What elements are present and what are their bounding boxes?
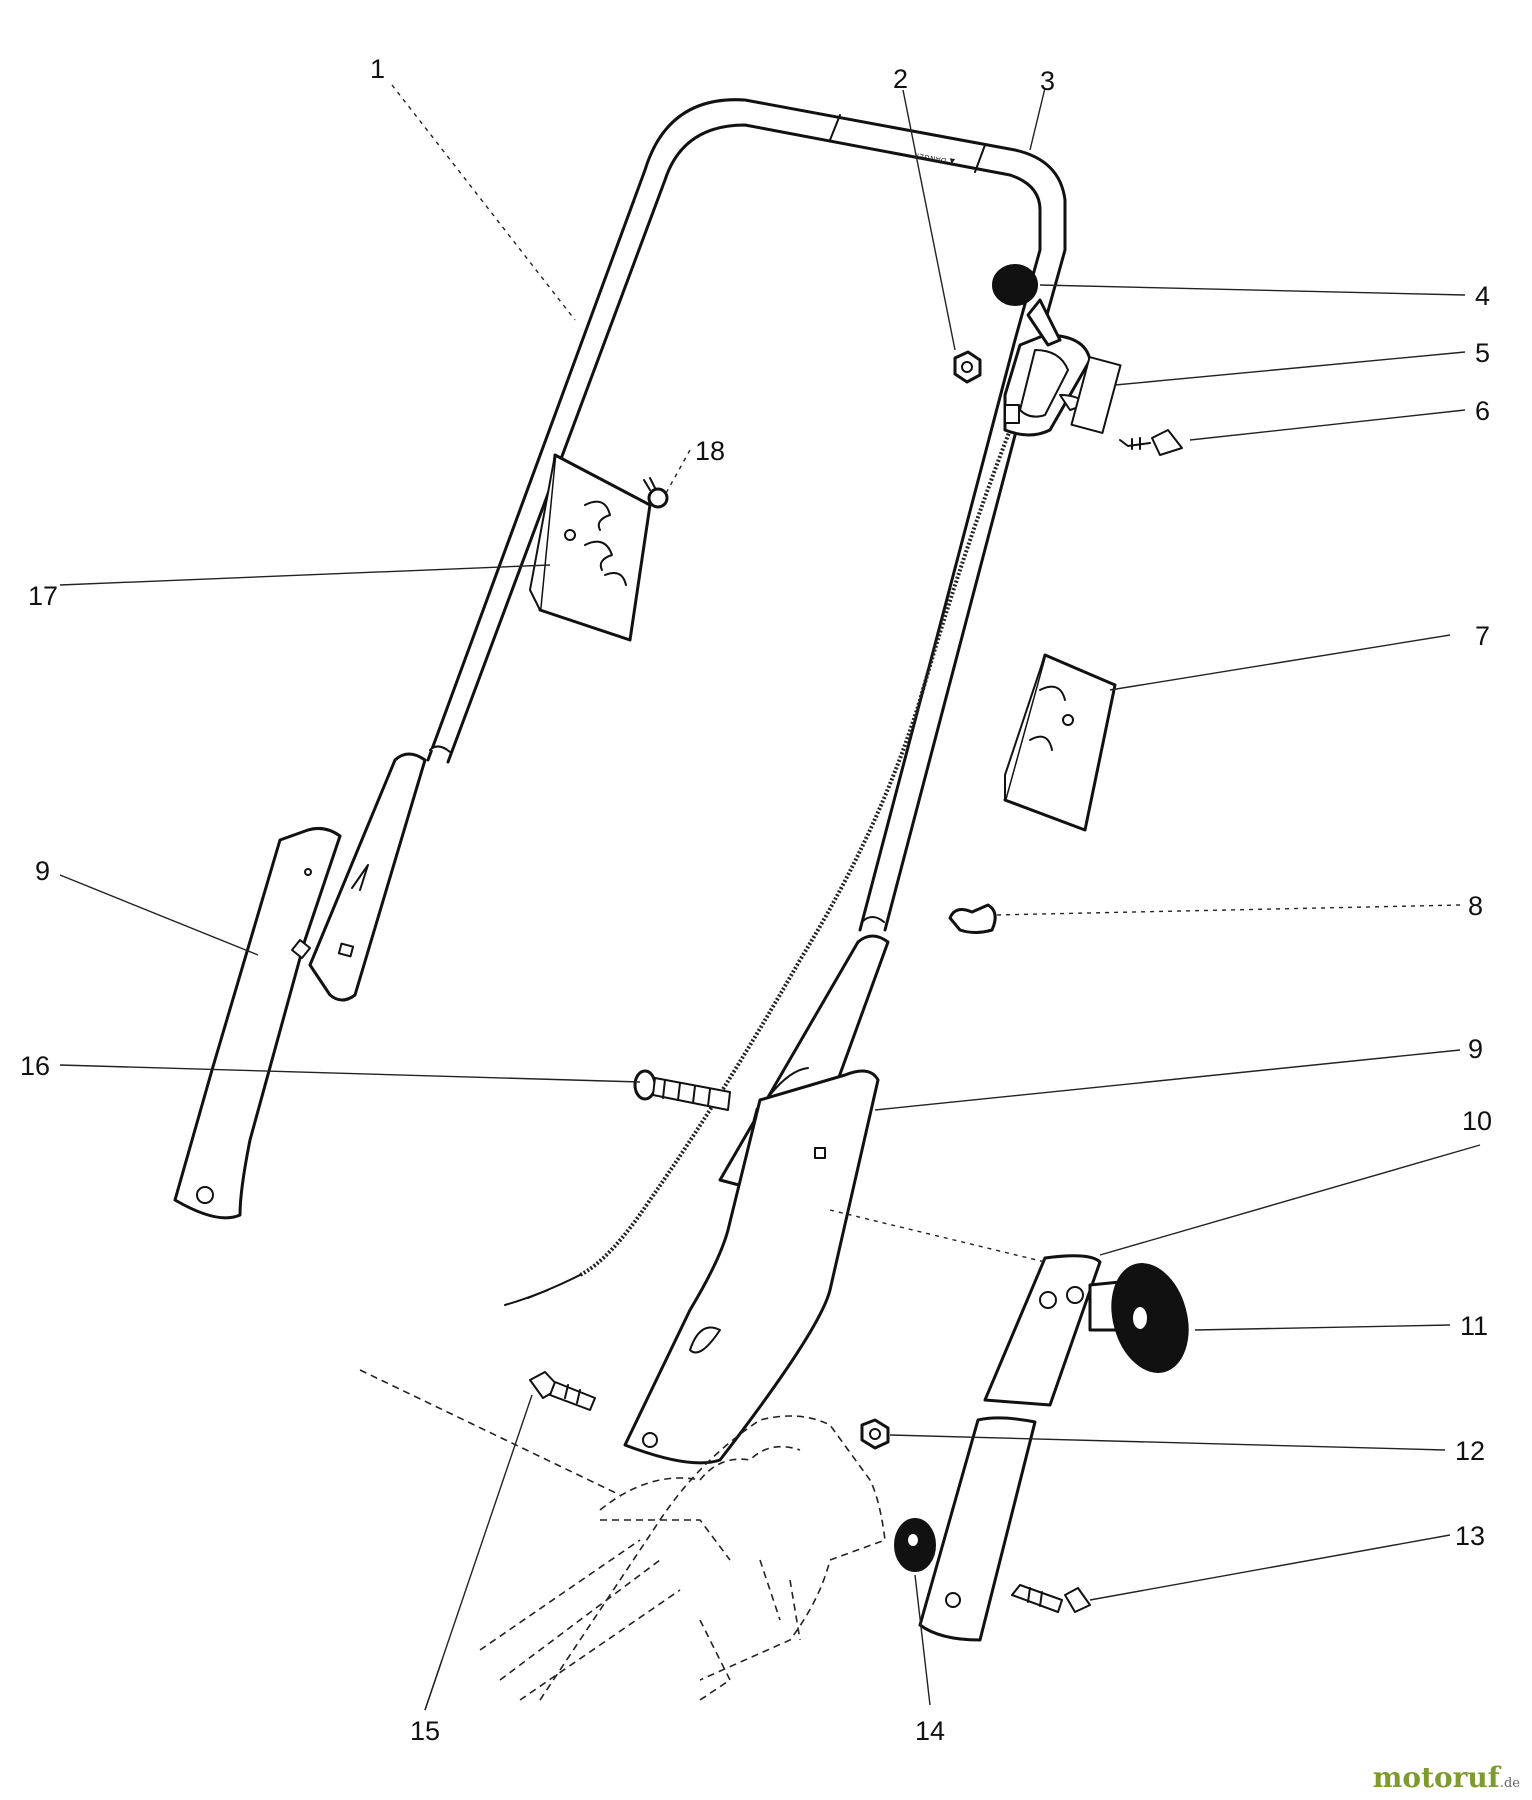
- bolt-15: [529, 1371, 596, 1411]
- callouts: 1 2 3 4 5 6 7 8 9 9 10 11 12 13 14 15 16…: [20, 54, 1492, 1746]
- screw-18: [643, 477, 669, 509]
- carriage-bolt-16: [633, 1069, 731, 1111]
- handle-sleeve: [1070, 356, 1122, 434]
- nut-12: [860, 1418, 890, 1450]
- throttle-knob: [992, 264, 1062, 347]
- callout-7: 7: [1475, 621, 1490, 651]
- callout-3: 3: [1040, 66, 1055, 96]
- callout-18: 18: [695, 436, 725, 466]
- watermark-logo: motoruf.de: [1373, 1761, 1520, 1794]
- callout-2: 2: [893, 64, 908, 94]
- callout-17: 17: [28, 581, 58, 611]
- lower-left-tube: [308, 752, 427, 1002]
- watermark-suffix: .de: [1499, 1776, 1520, 1791]
- callout-13: 13: [1455, 1521, 1485, 1551]
- throttle-cable: [579, 429, 1012, 1277]
- callout-15: 15: [410, 1716, 440, 1746]
- washer-14: [894, 1518, 936, 1572]
- callout-14: 14: [915, 1716, 945, 1746]
- height-bracket-lower: [918, 1416, 1037, 1642]
- callout-1: 1: [370, 54, 385, 84]
- cable-clip-7: [1003, 653, 1117, 832]
- mower-deck-outline: [359, 1369, 886, 1701]
- callout-9-left: 9: [35, 856, 50, 886]
- callout-4: 4: [1475, 281, 1490, 311]
- height-bracket: [983, 1254, 1102, 1407]
- adjustment-knob: [1088, 1263, 1189, 1373]
- callout-5: 5: [1475, 338, 1490, 368]
- callout-12: 12: [1455, 1436, 1485, 1466]
- upper-handle: ▲ DANGER: [426, 98, 1067, 932]
- bolt-13: [1011, 1584, 1091, 1613]
- leader-lines: [59, 84, 1481, 1711]
- bolt-6: [1119, 429, 1183, 456]
- callout-8: 8: [1468, 891, 1483, 921]
- wing-nut-8: [948, 903, 997, 934]
- callout-6: 6: [1475, 396, 1490, 426]
- callout-11: 11: [1460, 1311, 1488, 1341]
- callout-10: 10: [1462, 1106, 1492, 1136]
- lower-right-handle: [623, 1069, 880, 1465]
- watermark-brand: motoruf: [1372, 1761, 1500, 1794]
- callout-9-right: 9: [1468, 1034, 1483, 1064]
- nut-2: [953, 350, 982, 384]
- lower-left-handle: [173, 827, 342, 1220]
- cable-clip-17: [529, 453, 652, 642]
- callout-16: 16: [20, 1051, 50, 1081]
- cable-end: [504, 1274, 581, 1306]
